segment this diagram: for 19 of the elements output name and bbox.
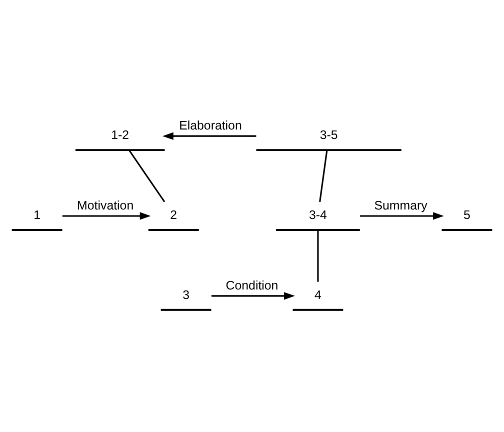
node-text: 3 — [182, 288, 190, 302]
node-text: 1 — [34, 208, 40, 222]
arrow — [211, 292, 295, 300]
edge-label: Motivation — [77, 198, 134, 213]
connector — [319, 150, 328, 202]
edge-label: Condition — [226, 278, 278, 293]
node-text: 2 — [170, 208, 178, 222]
node-text: 5 — [464, 208, 470, 222]
node-text: 3-4 — [308, 208, 327, 222]
edge-label: Elaboration — [179, 118, 242, 133]
connector — [317, 230, 319, 282]
edge-label: Summary — [374, 198, 428, 213]
connector — [128, 150, 166, 202]
arrow — [162, 132, 256, 140]
node-text: 3-5 — [320, 128, 338, 142]
node-text: 4 — [314, 288, 322, 302]
arrow — [62, 212, 151, 220]
node-text: 1-2 — [111, 128, 130, 142]
arrow — [360, 212, 444, 220]
